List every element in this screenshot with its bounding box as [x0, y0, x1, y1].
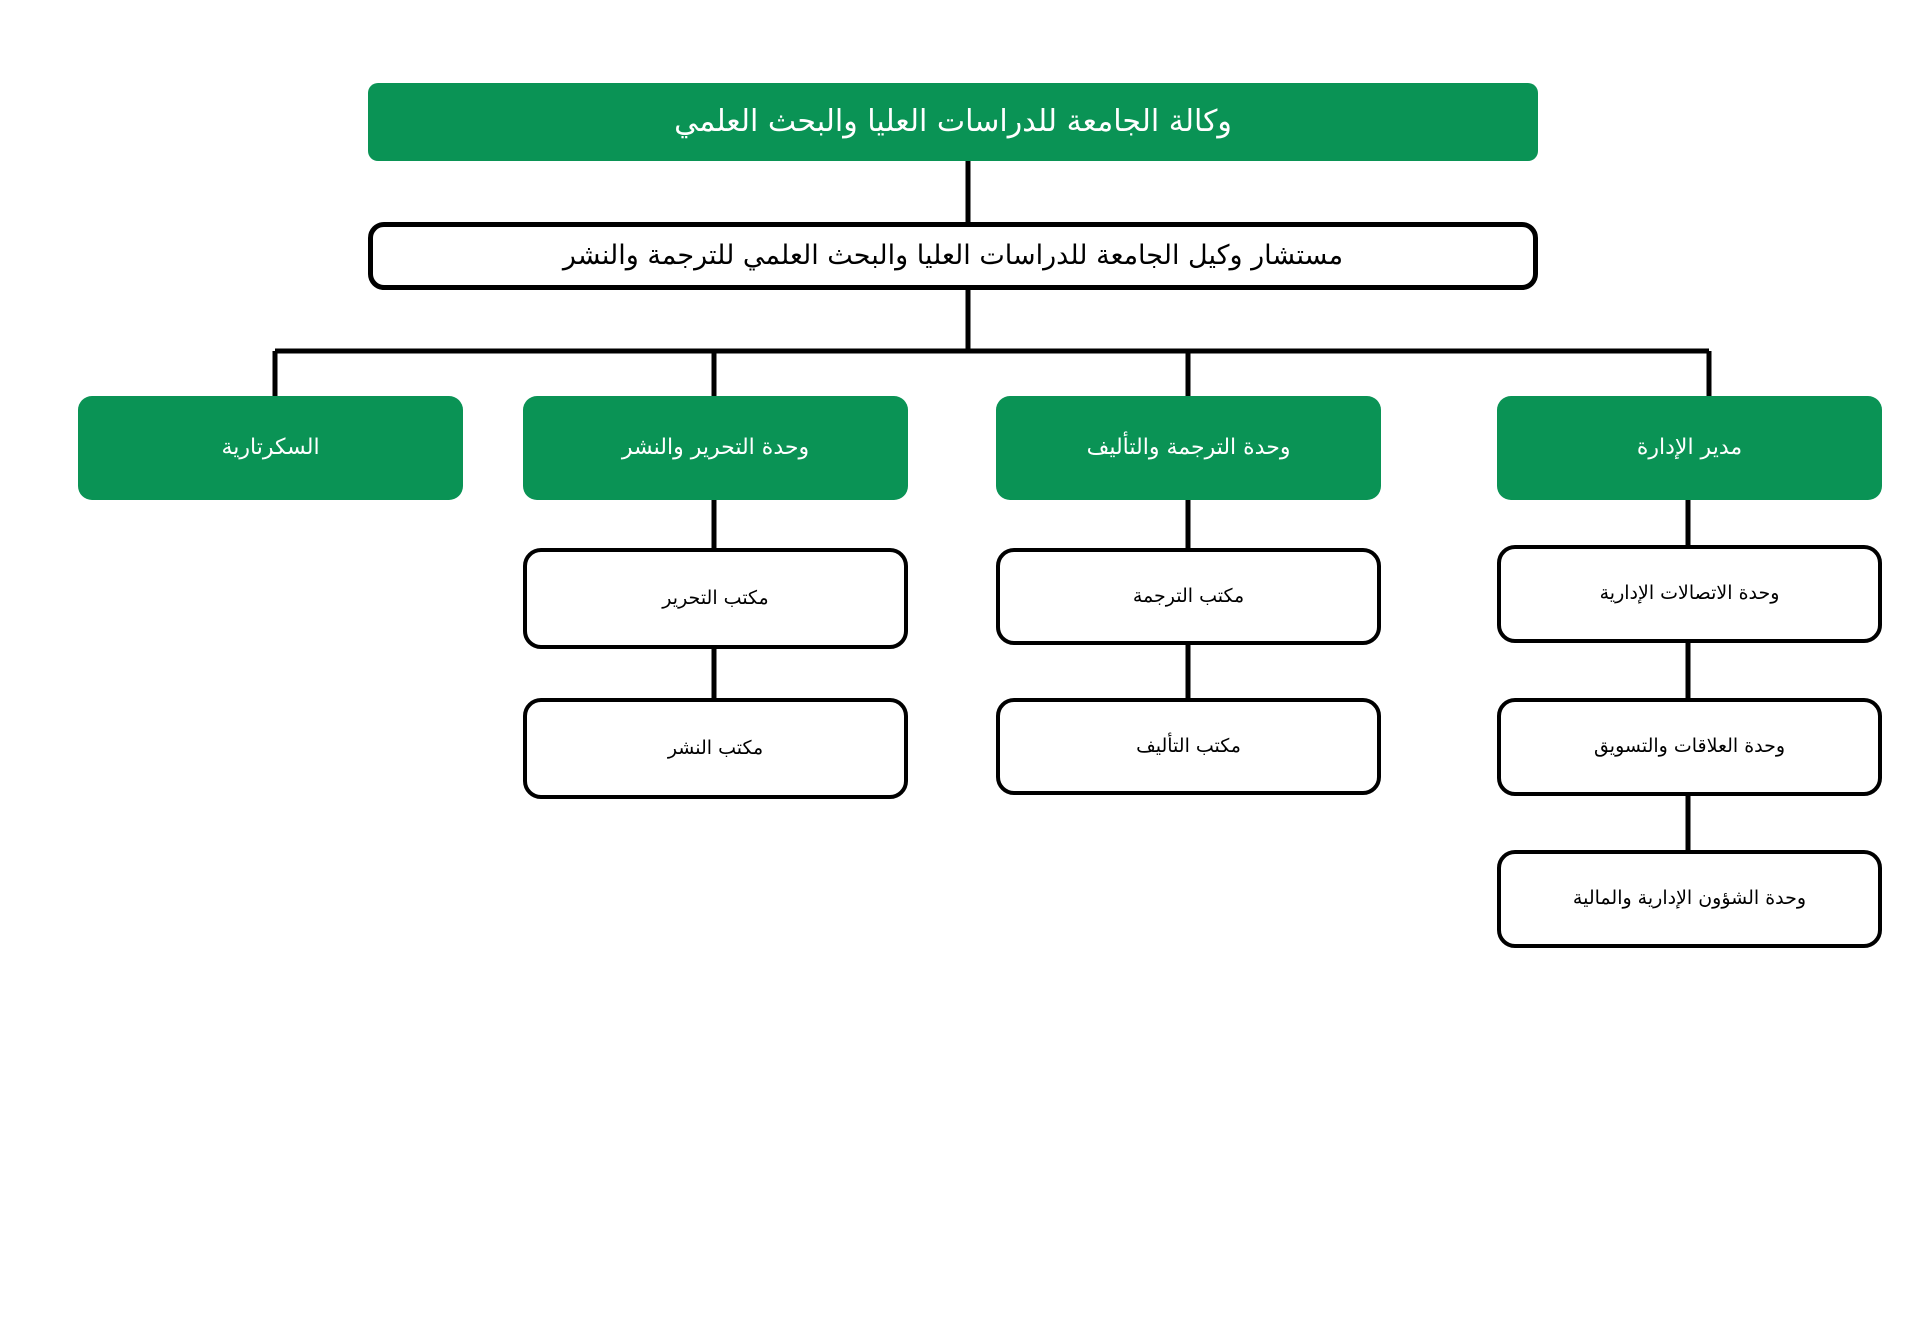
node-label: مكتب التحرير [662, 586, 769, 609]
node-advisor[interactable]: مستشار وكيل الجامعة للدراسات العليا والب… [368, 222, 1538, 290]
node-label: وحدة التحرير والنشر [621, 435, 810, 461]
node-administrative-communications-unit[interactable]: وحدة الاتصالات الإدارية [1497, 545, 1882, 643]
node-label: وحدة الترجمة والتأليف [1086, 435, 1291, 461]
node-label: وحدة العلاقات والتسويق [1593, 735, 1786, 758]
node-label: السكرتارية [221, 435, 320, 461]
node-label: مدير الإدارة [1636, 435, 1743, 461]
node-label: مكتب التأليف [1136, 734, 1241, 757]
node-label: وحدة الاتصالات الإدارية [1599, 582, 1780, 605]
node-administration-director[interactable]: مدير الإدارة [1497, 396, 1882, 500]
node-publishing-office[interactable]: مكتب النشر [523, 698, 908, 799]
node-label: مستشار وكيل الجامعة للدراسات العليا والب… [562, 239, 1344, 271]
node-translation-and-authoring-unit[interactable]: وحدة الترجمة والتأليف [996, 396, 1381, 500]
node-label: وحدة الشؤون الإدارية والمالية [1572, 887, 1807, 910]
node-label: مكتب الترجمة [1132, 584, 1245, 607]
node-editing-and-publishing-unit[interactable]: وحدة التحرير والنشر [523, 396, 908, 500]
node-label: وكالة الجامعة للدراسات العليا والبحث الع… [674, 103, 1232, 139]
node-administrative-and-financial-affairs-unit[interactable]: وحدة الشؤون الإدارية والمالية [1497, 850, 1882, 948]
node-secretariat[interactable]: السكرتارية [78, 396, 463, 500]
node-translation-office[interactable]: مكتب الترجمة [996, 548, 1381, 645]
node-editing-office[interactable]: مكتب التحرير [523, 548, 908, 649]
node-authoring-office[interactable]: مكتب التأليف [996, 698, 1381, 795]
node-university-agency[interactable]: وكالة الجامعة للدراسات العليا والبحث الع… [368, 83, 1538, 161]
node-label: مكتب النشر [667, 736, 764, 759]
node-relations-and-marketing-unit[interactable]: وحدة العلاقات والتسويق [1497, 698, 1882, 796]
